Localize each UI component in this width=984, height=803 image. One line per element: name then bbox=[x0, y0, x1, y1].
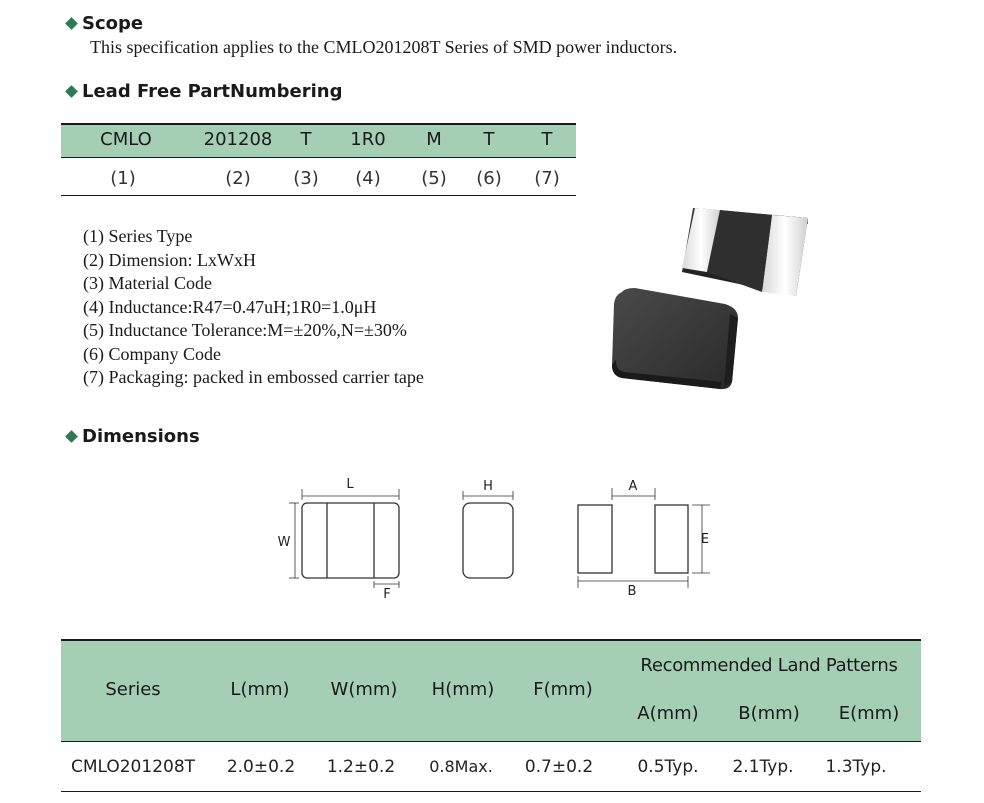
header-w: W(mm) bbox=[330, 679, 398, 700]
dimension-table: Series L(mm) W(mm) H(mm) F(mm) Recommend… bbox=[61, 639, 921, 794]
cell-a: 0.5Typ. bbox=[637, 757, 699, 777]
legend-item: (3) Material Code bbox=[83, 273, 212, 293]
header-e: E(mm) bbox=[838, 703, 900, 724]
scope-heading: Scope bbox=[64, 13, 143, 34]
part-index-5: (5) bbox=[421, 168, 447, 189]
part-index-4: (4) bbox=[355, 168, 381, 189]
part-code-4: 1R0 bbox=[350, 129, 386, 150]
dim-label-a: A bbox=[629, 479, 638, 494]
cell-l: 2.0±0.2 bbox=[226, 757, 296, 777]
header-a: A(mm) bbox=[637, 703, 699, 724]
table-divider bbox=[61, 791, 921, 792]
table-divider bbox=[61, 195, 576, 196]
inductor-back bbox=[682, 208, 808, 296]
part-index-6: (6) bbox=[476, 168, 502, 189]
part-code-7: T bbox=[541, 129, 553, 150]
cell-b: 2.1Typ. bbox=[732, 757, 794, 777]
cell-w: 1.2±0.2 bbox=[326, 757, 396, 777]
dim-label-h: H bbox=[483, 479, 493, 494]
legend-item: (5) Inductance Tolerance:M=±20%,N=±30% bbox=[83, 320, 407, 340]
header-f: F(mm) bbox=[533, 679, 593, 700]
cell-series: CMLO201208T bbox=[70, 757, 196, 777]
part-index-7: (7) bbox=[534, 168, 560, 189]
cell-h: 0.8Max. bbox=[429, 757, 493, 776]
inductor-photo-illustration bbox=[612, 208, 808, 390]
legend-item: (4) Inductance:R47=0.47uH;1R0=1.0μH bbox=[83, 296, 377, 317]
part-code-2: 201208 bbox=[203, 129, 273, 150]
dimension-table-header bbox=[61, 639, 921, 742]
scope-text: This specification applies to the CMLO20… bbox=[90, 37, 678, 57]
dimensions-heading: Dimensions bbox=[64, 426, 200, 447]
cell-f: 0.7±0.2 bbox=[524, 757, 594, 777]
legend-item: (6) Company Code bbox=[83, 343, 221, 364]
dim-label-f: F bbox=[383, 587, 390, 602]
part-code-6: T bbox=[483, 129, 495, 150]
part-code-3: T bbox=[300, 129, 312, 150]
header-series: Series bbox=[105, 679, 161, 700]
header-h: H(mm) bbox=[431, 679, 495, 700]
part-numbering-heading: Lead Free PartNumbering bbox=[64, 81, 343, 102]
part-index-1: (1) bbox=[110, 168, 136, 189]
dimension-drawings: L W F H A B E bbox=[278, 477, 710, 602]
part-index-3: (3) bbox=[293, 168, 319, 189]
dim-label-b: B bbox=[628, 584, 637, 599]
part-code-1: CMLO bbox=[100, 129, 152, 150]
part-number-legend: (1) Series Type (2) Dimension: LxWxH (3)… bbox=[83, 225, 424, 390]
part-code-5: M bbox=[426, 129, 442, 150]
header-l: L(mm) bbox=[230, 679, 290, 700]
diamond-bullet-icon bbox=[65, 429, 78, 443]
dim-label-w: W bbox=[278, 535, 291, 550]
cell-e: 1.3Typ. bbox=[825, 757, 887, 777]
diamond-bullet-icon bbox=[65, 84, 78, 98]
inductor-front bbox=[612, 288, 738, 390]
diamond-bullet-icon bbox=[65, 16, 78, 30]
part-number-header-row bbox=[61, 123, 576, 158]
part-number-table: CMLO 201208 T 1R0 M T T (1) (2) (3) (4) … bbox=[61, 123, 576, 198]
dim-label-e: E bbox=[701, 532, 709, 547]
dim-label-l: L bbox=[346, 477, 354, 492]
part-index-2: (2) bbox=[225, 168, 251, 189]
legend-item: (1) Series Type bbox=[83, 226, 193, 246]
header-b: B(mm) bbox=[738, 703, 800, 724]
header-land-patterns: Recommended Land Patterns bbox=[640, 655, 898, 676]
legend-item: (2) Dimension: LxWxH bbox=[83, 249, 256, 270]
legend-item: (7) Packaging: packed in embossed carrie… bbox=[83, 367, 424, 387]
